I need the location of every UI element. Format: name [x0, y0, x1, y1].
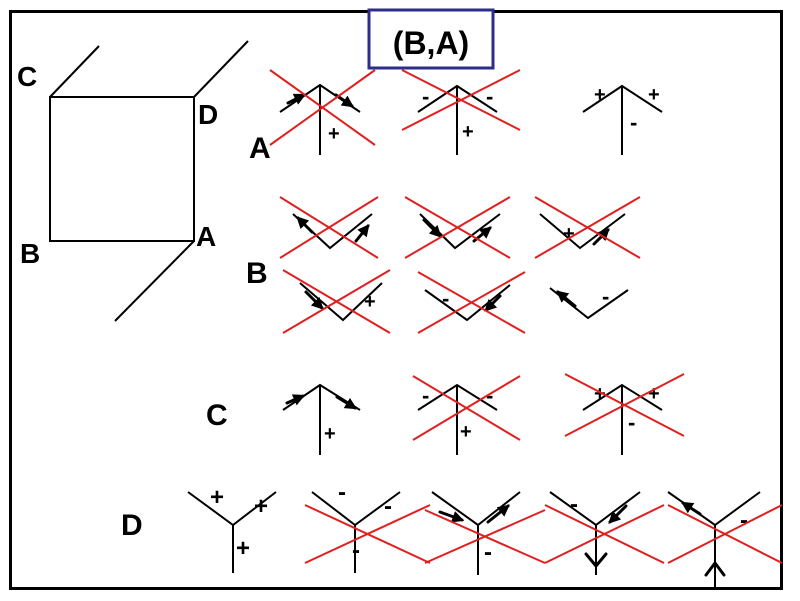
sign-plus: + — [594, 383, 606, 405]
row-d-junction-3: - — [424, 491, 546, 575]
row-a-junction-2: - - + — [401, 69, 521, 155]
sign-plus: + — [462, 121, 474, 143]
row-label-c: C — [206, 399, 228, 432]
sign-plus: + — [254, 493, 268, 520]
sign-minus: - — [442, 286, 449, 311]
row-d-junction-4: - — [544, 491, 665, 575]
row-d-junction-2: - - - — [304, 479, 431, 573]
sign-plus: + — [328, 123, 340, 145]
sign-minus: - — [422, 383, 429, 408]
row-b-junction-1 — [279, 196, 379, 259]
row-b-junction-2 — [404, 196, 511, 259]
sign-minus: - — [486, 383, 493, 408]
row-label-d: D — [121, 509, 143, 542]
row-label-a: A — [249, 132, 271, 165]
cube-label-d: D — [198, 99, 218, 130]
sign-plus: + — [648, 383, 660, 405]
sign-plus: + — [236, 535, 250, 562]
sign-plus: + — [563, 223, 575, 245]
cube-label-b: B — [20, 238, 40, 269]
sign-minus: - — [484, 539, 492, 566]
row-label-b: B — [246, 257, 268, 290]
title: (B,A) — [393, 25, 469, 61]
sign-minus: - — [486, 84, 493, 109]
row-b-junction-3: + — [534, 196, 641, 259]
cube-figure: C D B A — [17, 40, 249, 322]
title-box: (B,A) — [367, 8, 495, 70]
sign-plus: + — [364, 291, 376, 313]
sign-plus: + — [648, 84, 660, 106]
sign-minus: - — [630, 110, 637, 135]
row-b-junction-6: - — [549, 284, 629, 320]
sign-minus: - — [384, 493, 392, 520]
row-c-junction-3: + + - — [564, 373, 685, 455]
sign-minus: - — [628, 410, 635, 435]
sign-minus: - — [422, 84, 429, 109]
sign-minus: - — [338, 479, 346, 506]
sign-minus: - — [740, 507, 748, 534]
row-d-junction-1: + + + — [187, 484, 277, 573]
row-a-junction-3: + + - — [582, 84, 663, 155]
row-d-junction-5: - — [667, 491, 783, 588]
sign-plus: + — [594, 84, 606, 106]
sign-minus: - — [602, 284, 609, 309]
cube-label-c: C — [17, 61, 37, 92]
sign-minus: - — [570, 491, 578, 518]
row-b-junction-4: + — [282, 269, 391, 334]
row-b-junction-5: - — [417, 271, 526, 334]
row-c-junction-1: + — [282, 383, 361, 455]
sign-plus: + — [210, 484, 224, 511]
sign-plus: + — [460, 421, 472, 443]
row-c-junction-2: - - + — [412, 375, 521, 455]
cube-label-a: A — [196, 221, 216, 252]
sign-plus: + — [324, 423, 336, 445]
row-a-junction-1: + — [269, 69, 376, 155]
sign-minus: - — [352, 537, 360, 564]
